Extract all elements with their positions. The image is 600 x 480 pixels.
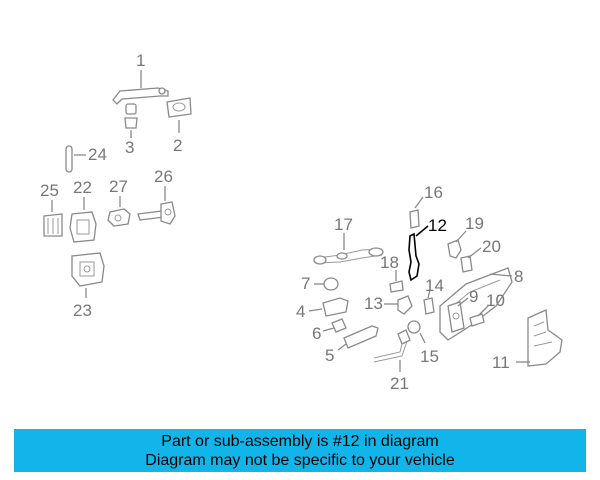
callout-9: 9 xyxy=(469,287,478,306)
part-19-clip xyxy=(447,239,462,259)
callout-20: 20 xyxy=(482,237,501,256)
part-1-outside-handle xyxy=(112,87,169,105)
part-20-clip xyxy=(460,255,473,273)
callout-6: 6 xyxy=(312,324,321,343)
part-16-clip xyxy=(409,209,420,229)
callout-21: 21 xyxy=(390,374,409,393)
part-25-bracket xyxy=(43,213,63,237)
callout-3: 3 xyxy=(125,138,134,157)
callout-12: 12 xyxy=(428,216,447,235)
part-15-clip xyxy=(407,320,421,334)
callout-17: 17 xyxy=(334,215,353,234)
part-5-inside-handle xyxy=(343,325,379,349)
leader-15 xyxy=(419,332,426,344)
callout-11: 11 xyxy=(492,353,510,372)
part-27-actuator xyxy=(107,208,131,227)
info-banner: Part or sub-assembly is #12 in diagram D… xyxy=(14,429,586,472)
part-2-handle-cover xyxy=(166,97,192,118)
part-18-clip xyxy=(389,280,404,293)
leader-10 xyxy=(477,305,489,317)
callout-4: 4 xyxy=(296,302,305,321)
leader-20 xyxy=(467,247,482,259)
leader-19 xyxy=(455,230,467,243)
callout-2: 2 xyxy=(173,136,182,155)
callout-1: 1 xyxy=(136,51,145,70)
part-3-clip xyxy=(124,103,138,129)
leader-6 xyxy=(322,327,335,332)
part-22-latch-plate xyxy=(69,211,97,243)
part-13-connector xyxy=(397,295,413,315)
callout-15: 15 xyxy=(420,347,439,366)
part-17-rod-assembly xyxy=(313,247,384,265)
callout-18: 18 xyxy=(380,253,399,272)
leader-9 xyxy=(457,297,469,307)
parts-diagram: 1 2 3 24 25 22 27 xyxy=(40,51,563,393)
leader-14 xyxy=(427,289,431,299)
callout-26: 26 xyxy=(154,167,173,186)
part-12-lock-rod xyxy=(408,232,420,282)
leader-4 xyxy=(308,308,323,312)
callout-25: 25 xyxy=(40,181,59,200)
leader-16 xyxy=(414,196,424,209)
part-6-clip xyxy=(331,318,347,333)
part-7-grommet xyxy=(323,277,339,291)
part-21-rod xyxy=(373,329,411,363)
callout-14: 14 xyxy=(425,276,444,295)
part-24-rod xyxy=(65,145,73,173)
callout-5: 5 xyxy=(325,346,334,365)
part-9-lock-cylinder xyxy=(447,301,465,333)
callout-16: 16 xyxy=(424,183,443,202)
part-26-check-strap xyxy=(137,201,176,225)
callout-22: 22 xyxy=(73,178,92,197)
part-23-latch-assembly xyxy=(71,252,105,287)
callout-10: 10 xyxy=(486,291,505,310)
callout-7: 7 xyxy=(301,274,310,293)
callout-8: 8 xyxy=(514,267,523,286)
leader-5 xyxy=(337,343,347,351)
callout-24: 24 xyxy=(88,145,107,164)
callout-27: 27 xyxy=(109,177,128,196)
banner-line-1: Part or sub-assembly is #12 in diagram xyxy=(161,433,439,450)
banner-line-2: Diagram may not be specific to your vehi… xyxy=(145,452,455,469)
leader-12 xyxy=(415,225,429,237)
part-11-trim xyxy=(527,309,563,367)
part-4-handle-housing xyxy=(322,297,349,317)
part-14-clip xyxy=(423,297,435,315)
callout-13: 13 xyxy=(364,294,383,313)
callout-19: 19 xyxy=(465,214,484,233)
leader-8 xyxy=(489,273,513,277)
callout-23: 23 xyxy=(73,301,92,320)
